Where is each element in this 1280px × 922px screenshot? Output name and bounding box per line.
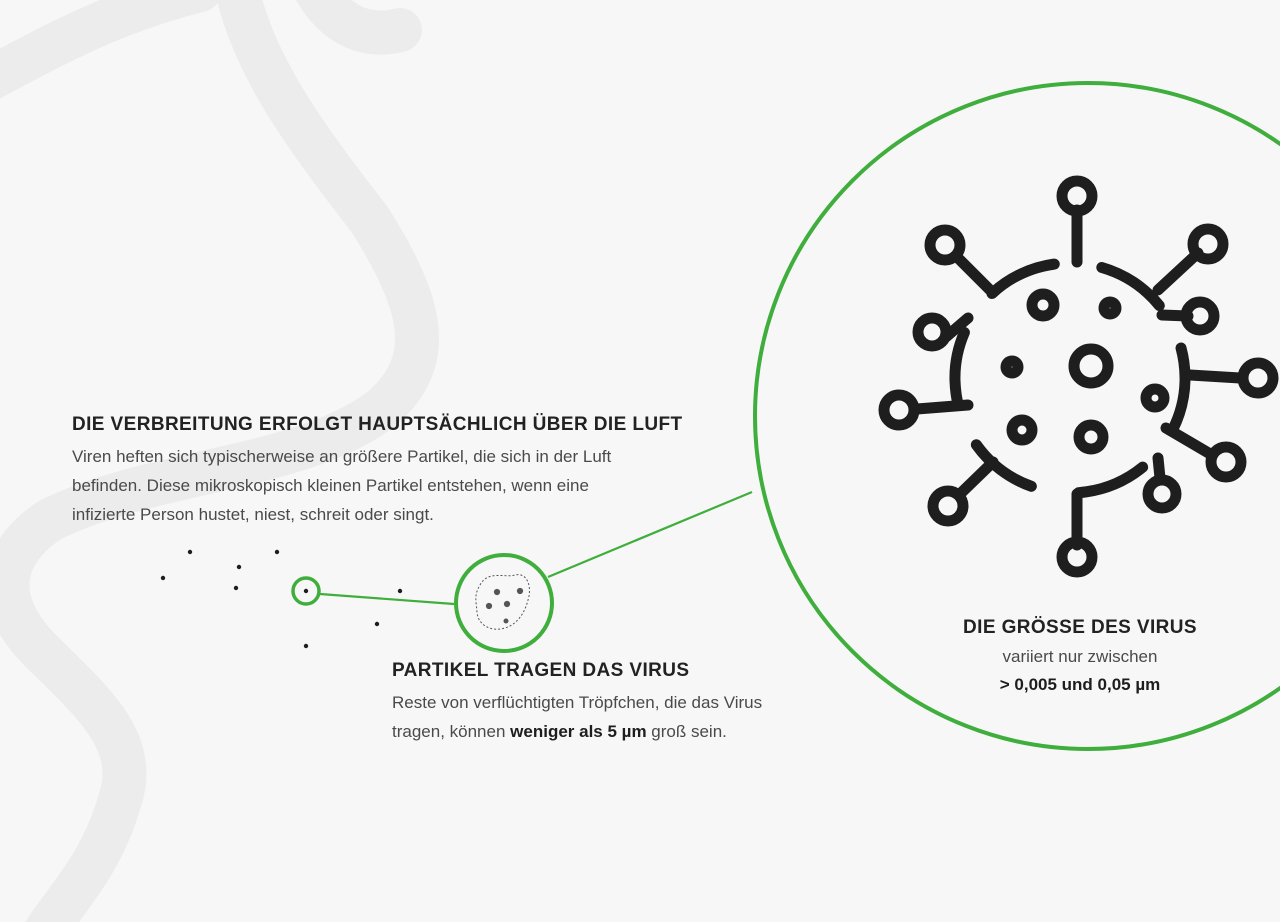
particles-text-block: PARTIKEL TRAGEN DAS VIRUS Reste von verf… [392,660,832,746]
particles-line-2: tragen, können weniger als 5 µm groß sei… [392,717,832,746]
virus-size-range: > 0,005 und 0,05 µm [999,675,1161,694]
particles-heading: PARTIKEL TRAGEN DAS VIRUS [392,660,690,681]
particles-line-2-end: groß sein. [646,722,727,741]
virus-size-subtitle: variiert nur zwischen [1002,647,1158,666]
spread-text-block: DIE VERBREITUNG ERFOLGT HAUPTSÄCHLICH ÜB… [72,414,732,529]
spread-line-2: befinden. Diese mikroskopisch kleinen Pa… [72,476,589,495]
particles-line-1: Reste von verflüchtigten Tröpfchen, die … [392,693,763,712]
particles-description: Reste von verflüchtigten Tröpfchen, die … [392,688,832,746]
background-watermark [0,0,439,922]
virus-icon [878,175,1279,578]
spread-line-1: Viren heften sich typischerweise an größ… [72,447,612,466]
spread-line-3: infizierte Person hustet, niest, schreit… [72,505,434,524]
spread-description: Viren heften sich typischerweise an größ… [72,442,732,529]
particles-line-2-start: tragen, können [392,722,511,741]
virus-size-heading: DIE GRÖSSE DES VIRUS [963,617,1197,638]
spread-heading: DIE VERBREITUNG ERFOLGT HAUPTSÄCHLICH ÜB… [72,414,683,435]
particles-size-highlight: weniger als 5 µm [510,722,647,741]
zoom-connectors [319,490,753,606]
droplet-zoom-icon [291,576,321,606]
virus-size-text-block: DIE GRÖSSE DES VIRUS variiert nur zwisch… [930,617,1230,699]
floating-droplets [160,549,403,649]
particle-cluster-icon [454,553,554,653]
